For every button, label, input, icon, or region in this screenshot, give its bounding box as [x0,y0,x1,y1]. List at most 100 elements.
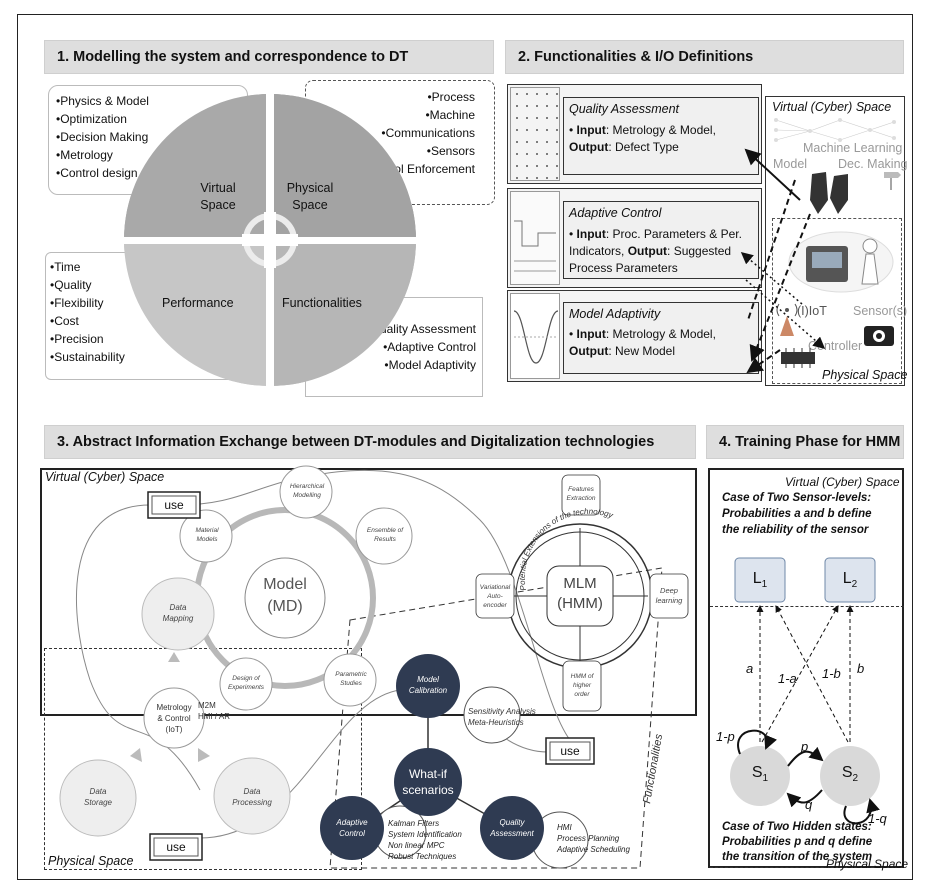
s2-physical-space-label: Physical Space [822,368,908,382]
prob-b-label: b [857,661,865,676]
mlm-line: MLM [563,575,597,592]
s3-physical-space-box [44,648,362,870]
kalman-list: Kalman Filters System Identification Non… [388,818,462,862]
case2-line: Case of Two Hidden states: [722,821,872,833]
kalman-item: Robust Techniques [388,852,457,861]
hmm-line: HMM of [570,673,594,680]
sens-line: Meta-Heuristics [468,718,524,727]
input-text: : Metrology & Model, [605,327,716,341]
s2-card-2-body: • Input: Proc. Parameters & Per. Indicat… [569,227,742,275]
s2-card-1-title: Quality Assessment [569,102,679,116]
performance-item: Cost [50,312,125,330]
section-4-title: 4. Training Phase for HMM [719,434,901,450]
model-cal-line: Model [417,675,439,684]
s2-card-2 [563,201,759,279]
l1-letter: L [752,570,762,587]
s3-physical-space-label: Physical Space [48,854,134,868]
quadrant-physical-label: Physical Space [286,181,334,212]
hmm-higher-order-label: HMM of higher order [563,672,601,699]
case1-line: Probabilities a and b define [722,508,872,520]
s2-thumb-2-plot [514,220,556,272]
prob-q-label: q [805,797,813,812]
virtual-item: Optimization [56,110,149,128]
hmm-line: order [574,691,590,698]
s2-card-3 [563,302,759,374]
data-processing-line: Data [243,787,261,796]
input-label: Input [576,123,606,137]
case1-line: Case of Two Sensor-levels: [722,492,872,504]
design-line: Design of [232,675,260,682]
performance-item: Quality [50,276,125,294]
quality-line: Assessment [490,829,534,838]
s4-virtual-space-label: Virtual (Cyber) Space [785,475,900,489]
l2-sub: 2 [851,579,858,591]
whatif-line: What-if [408,767,447,781]
hmi-item: HMI [557,823,572,832]
l1-sub: 1 [761,579,768,591]
functionality-item: Model Adaptivity [318,356,476,374]
case2-line: the transition of the system [722,851,873,863]
s4-case2: Case of Two Hidden states: Probabilities… [722,820,872,865]
s1-sub: 1 [762,773,769,785]
section-4-header: 4. Training Phase for HMM [706,425,904,459]
data-storage-line: Data [89,787,107,796]
case1-line: the reliability of the sensor [722,524,869,536]
parametric-line: Studies [340,680,362,687]
physical-item: Communications [330,124,475,142]
physical-item: Process [330,88,475,106]
data-mapping-line: Mapping [162,614,194,623]
prob-1a-label: 1-a [778,671,797,686]
s1-letter: S [751,764,763,781]
hmi-item: Process Planning [557,834,620,843]
quadrant-functionalities-label: Functionalities [282,296,362,310]
s2-card-1-body: • Input: Metrology & Model, Output: Defe… [569,123,716,154]
vae-line: Auto- [487,593,503,600]
metrology-line: Metrology [156,703,192,712]
figure-frame [17,14,913,880]
performance-item: Time [50,258,125,276]
section-2-header: 2. Functionalities & I/O Definitions [505,40,904,74]
kalman-item: Kalman Filters [388,819,440,828]
output-label: Output [569,140,609,154]
section-3-header: 3. Abstract Information Exchange between… [44,425,696,459]
adaptive-line: Control [339,829,365,838]
section-1-title: 1. Modelling the system and corresponden… [57,49,409,65]
antenna-icon [780,316,794,336]
hierarchical-line: Modelling [293,492,321,499]
signpost-icon [884,172,901,190]
metrology-control-label: Metrology& Control(IoT) [146,702,202,735]
prob-1q-label: 1-q [868,811,887,826]
features-line: Features [568,486,594,493]
m2m-line: M2M [198,701,216,710]
virtual-item: Control design [56,164,149,182]
l1-node-label: L1 [735,570,785,594]
model-md-line: Model [263,576,307,593]
hmm-line: higher [572,682,592,689]
model-label: Model [773,157,808,171]
design-line: Experiments [227,684,265,691]
s2-card-2-title: Adaptive Control [569,206,662,220]
output-text: : New Model [608,344,676,358]
iiot-label: (I)IoT [797,304,827,318]
parametric-line: Parametric [335,671,367,678]
model-md-line: (MD) [267,598,303,615]
vae-line: Variational [479,584,511,591]
features-line: Extraction [566,495,596,502]
model-md-label: Model (MD) [255,574,315,618]
sensors-label: Sensor(s) [853,304,908,318]
virtual-item: Decision Making [56,128,149,146]
dec-making-label: Dec. Making [838,157,908,171]
m2m-line: HMI / AR [198,712,231,721]
s2-letter: S [841,764,853,781]
